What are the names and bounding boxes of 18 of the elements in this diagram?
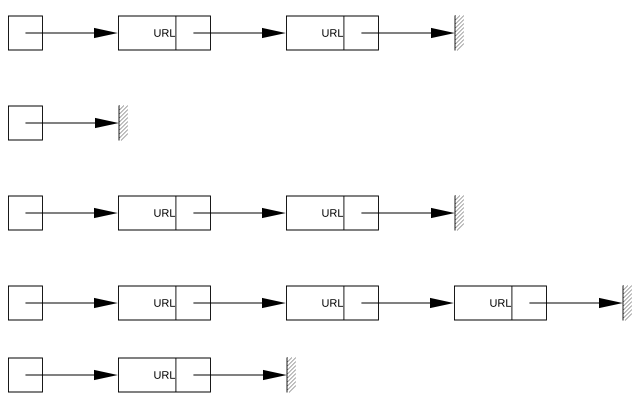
ground-symbol [454, 195, 464, 231]
list-node: URL [454, 285, 547, 321]
pointer-box [8, 286, 43, 320]
pointer-box [8, 358, 43, 392]
ground-symbol [118, 105, 128, 141]
pointer-box [8, 196, 43, 230]
ground-symbol [622, 285, 632, 321]
list-node: URL [118, 357, 211, 393]
list-node: URL [118, 195, 211, 231]
list-node: URL [286, 285, 379, 321]
ground-symbol [454, 15, 464, 51]
list-node: URL [286, 15, 379, 51]
list-node: URL [118, 285, 211, 321]
pointer-box [8, 106, 43, 140]
list-node: URL [286, 195, 379, 231]
list-node: URL [118, 15, 211, 51]
pointer-box [8, 16, 43, 50]
ground-symbol [286, 357, 296, 393]
